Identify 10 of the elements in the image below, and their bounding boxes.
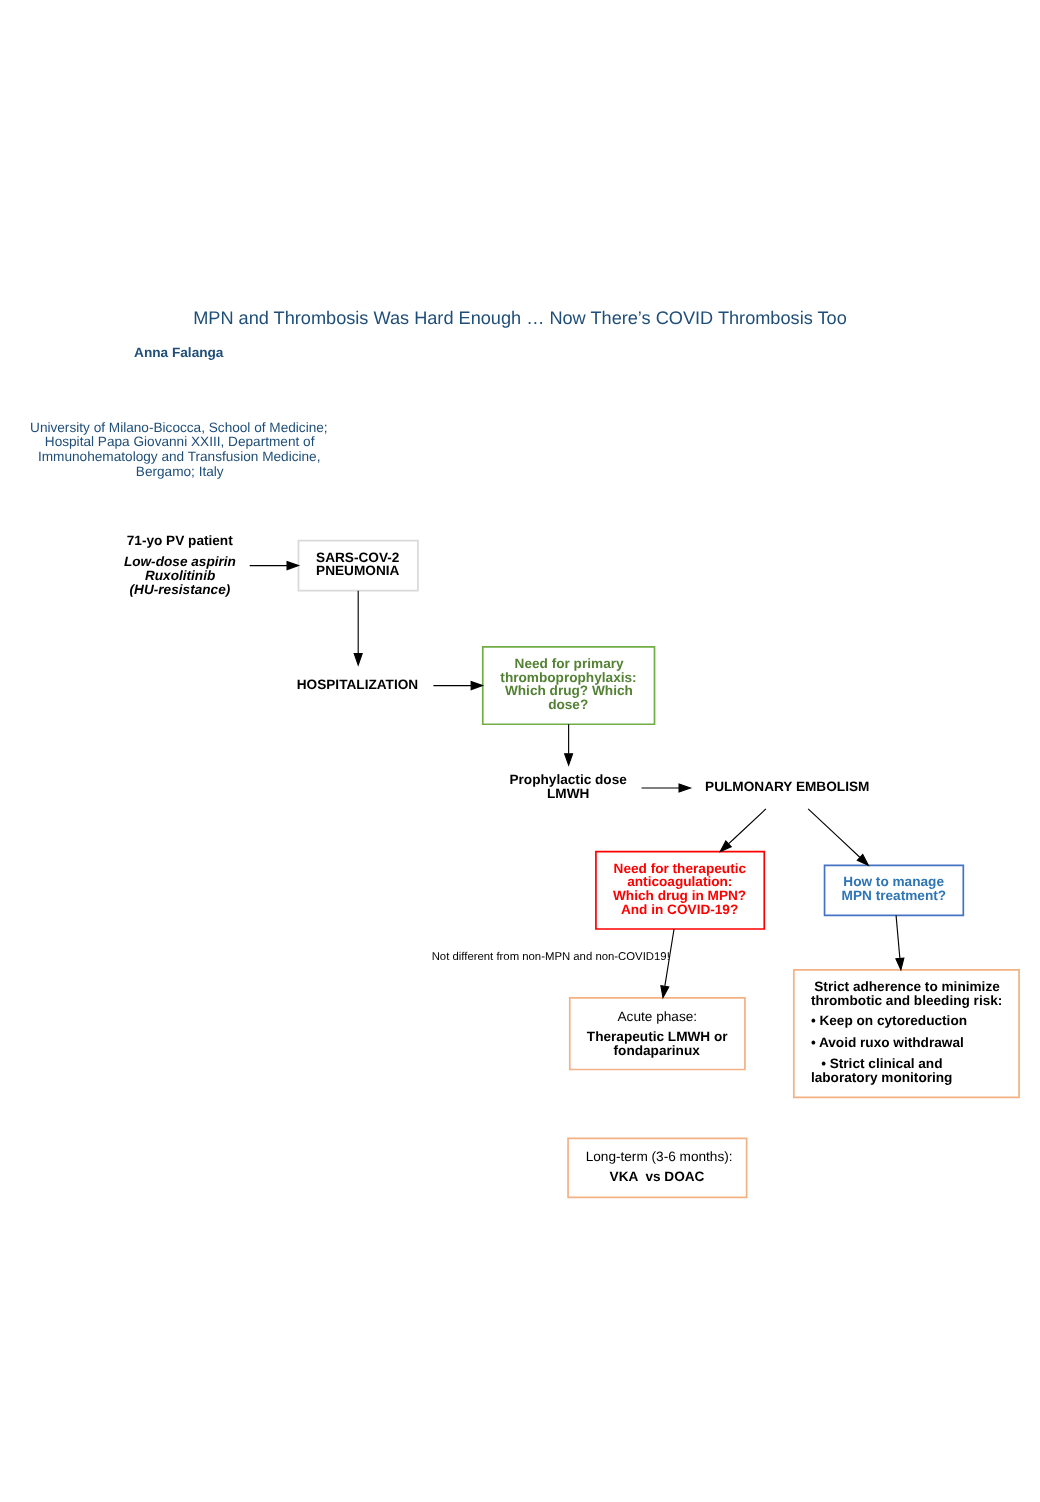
- arrow: [660, 928, 675, 1000]
- arrow: [807, 808, 870, 867]
- arrow: [641, 783, 693, 793]
- arrow: [249, 560, 301, 571]
- arrow: [718, 808, 767, 853]
- arrow: [432, 680, 485, 691]
- arrow: [353, 590, 363, 667]
- arrow: [895, 914, 905, 972]
- diagram-title: MPN and Thrombosis Was Hard Enough … Now There’s COVID Thrombosis Too: [193, 307, 847, 328]
- arrow: [563, 723, 574, 767]
